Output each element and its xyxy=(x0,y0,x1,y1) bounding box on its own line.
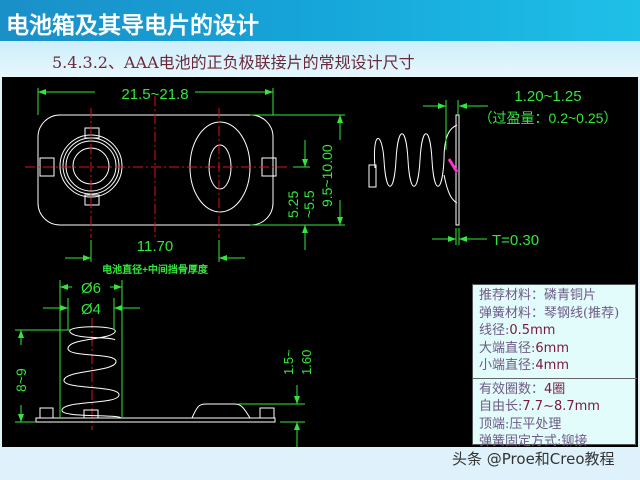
spec-line: 有效圈数：4圈 xyxy=(479,381,635,399)
spec-value: 0.5mm xyxy=(509,323,556,338)
spring-view xyxy=(35,326,276,423)
spring-dimension: 1.20~1.25 xyxy=(514,88,581,105)
spec-divider xyxy=(473,377,637,379)
spec-line: 线径:0.5mm xyxy=(479,322,635,340)
subtitle-band: 5.4.3.2、AAA电池的正负极联接片的常规设计尺寸 xyxy=(0,41,640,77)
spec-value: 6mm xyxy=(535,340,569,356)
interference-note: （过盈量：0.2~0.25） xyxy=(479,110,618,126)
cad-drawing: 21.5~21.8 11.70 电池直径+中间挡骨厚度 5.25 ~5.5 9.… xyxy=(2,77,638,447)
spec-info-box: 推荐材料：磷青铜片 弹簧材料：琴钢线(推荐) 线径:0.5mm 大端直径:6mm… xyxy=(472,284,637,449)
base-plate xyxy=(35,417,276,423)
inner-diameter: Ø4 xyxy=(81,301,101,318)
width-dimension: 21.5~21.8 xyxy=(121,86,188,103)
spec-label: 弹簧材料： xyxy=(479,305,545,321)
spec-line: 顶端:压平处理 xyxy=(479,416,635,434)
spec-line: 小端直径:4mm xyxy=(479,357,635,375)
slide-subtitle: 5.4.3.2、AAA电池的正负极联接片的常规设计尺寸 xyxy=(52,53,415,72)
spec-label: 小端直径: xyxy=(479,358,536,373)
spring-dimension-lines xyxy=(15,280,305,447)
spec-line: 自由长:7.7~8.7mm xyxy=(479,398,635,416)
slide-title: 电池箱及其导电片的设计 xyxy=(6,13,259,39)
dim-5-25: 5.25 xyxy=(285,191,301,218)
dimension-lines xyxy=(37,88,345,262)
spec-label: 大端直径: xyxy=(479,340,536,356)
spring-height: 8~9 xyxy=(13,368,29,392)
spec-value: 4mm xyxy=(535,358,569,373)
top-view xyxy=(37,114,277,226)
thickness-dimension: T=0.30 xyxy=(492,232,539,249)
center-note: 电池直径+中间挡骨厚度 xyxy=(102,263,209,276)
center-dimension: 11.70 xyxy=(137,238,173,255)
bump-dim-a: 1.5~ xyxy=(281,349,296,375)
spec-value: 7.7~8.7mm xyxy=(522,399,600,414)
cad-svg: 21.5~21.8 11.70 电池直径+中间挡骨厚度 5.25 ~5.5 9.… xyxy=(13,86,618,447)
contact-highlight xyxy=(447,158,459,173)
side-dimension-lines xyxy=(423,100,488,245)
spec-label: 弹簧固定方式: xyxy=(479,434,562,449)
side-spring xyxy=(373,124,458,187)
spec-line: 大端直径:6mm xyxy=(479,340,635,358)
bump xyxy=(191,403,251,419)
slide-header: 电池箱及其导电片的设计 xyxy=(0,0,640,41)
spec-value: 琴钢线(推荐) xyxy=(544,305,620,321)
spec-line: 弹簧固定方式:铆接 xyxy=(479,433,635,451)
spec-line: 弹簧材料：琴钢线(推荐) xyxy=(479,305,635,323)
spec-line: 推荐材料：磷青铜片 xyxy=(479,287,635,305)
spec-label: 有效圈数： xyxy=(479,381,545,397)
spec-label: 顶端: xyxy=(479,416,510,432)
spec-label: 推荐材料： xyxy=(479,288,545,303)
dim-5-5: ~5.5 xyxy=(301,190,317,218)
spec-label: 线径: xyxy=(479,323,510,338)
spec-value: 4圈 xyxy=(544,381,566,397)
outer-diameter: Ø6 xyxy=(81,280,101,297)
spec-value: 磷青铜片 xyxy=(544,288,597,303)
bump-dim-b: 1.60 xyxy=(299,350,314,375)
spec-value: 铆接 xyxy=(561,434,588,449)
spec-value: 压平处理 xyxy=(509,416,562,432)
dim-9-5-10: 9.5~10.00 xyxy=(319,144,335,207)
spec-label: 自由长: xyxy=(479,399,523,414)
watermark: 头条 @Proe和Creo教程 xyxy=(452,450,615,468)
coil-spring xyxy=(61,326,122,419)
centerlines xyxy=(25,96,290,430)
